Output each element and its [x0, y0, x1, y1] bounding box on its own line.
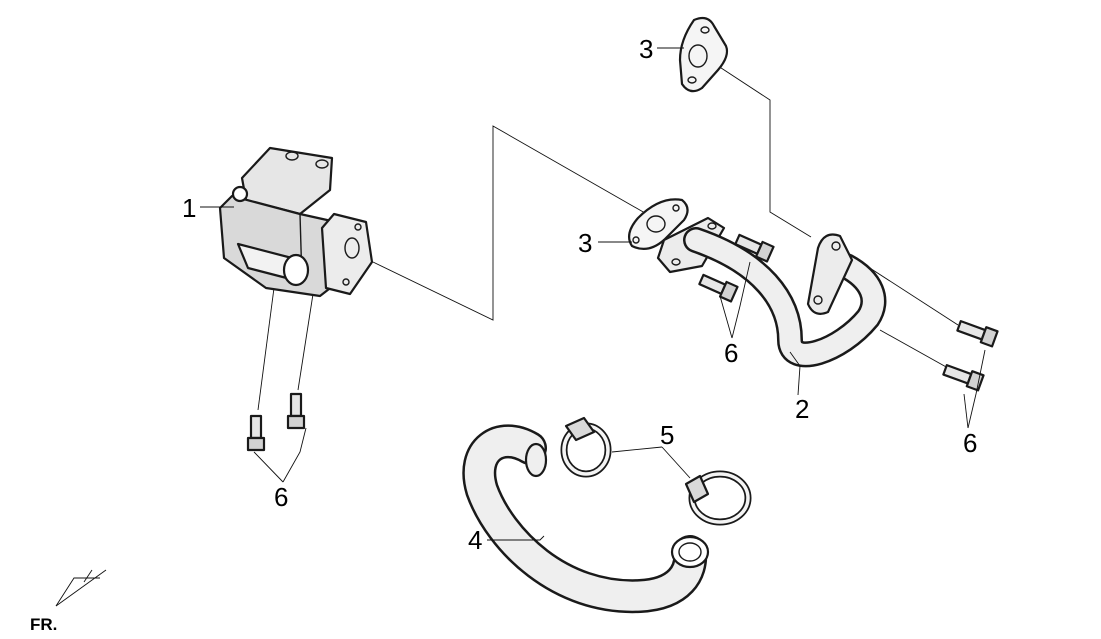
- gasket-middle: [627, 198, 689, 251]
- hose: [462, 424, 710, 614]
- hose-clamps: [560, 416, 752, 526]
- pipe-assembly: [656, 216, 887, 368]
- callout-6-middle: 6: [724, 338, 738, 368]
- front-label: FR.: [30, 615, 57, 634]
- callout-6-right: 6: [963, 428, 977, 458]
- callout-5: 5: [660, 420, 674, 450]
- callout-4: 4: [468, 525, 482, 555]
- direction-arrow-icon: [55, 569, 107, 607]
- callout-leaders: [200, 47, 986, 541]
- callout-1: 1: [182, 193, 196, 223]
- callout-3-middle: 3: [578, 228, 592, 258]
- bolts-left: [246, 392, 306, 452]
- valve-assembly: [218, 146, 374, 298]
- gasket-top: [678, 16, 729, 93]
- bolts-middle: [698, 233, 775, 303]
- callout-2: 2: [795, 394, 809, 424]
- callout-3-top: 3: [639, 34, 653, 64]
- bolts-right: [942, 320, 999, 392]
- callout-6-left: 6: [274, 482, 288, 512]
- front-direction-marker: FR.: [30, 569, 107, 634]
- callout-labels: 1 3 3 2 6 6 6 5 4: [182, 34, 977, 555]
